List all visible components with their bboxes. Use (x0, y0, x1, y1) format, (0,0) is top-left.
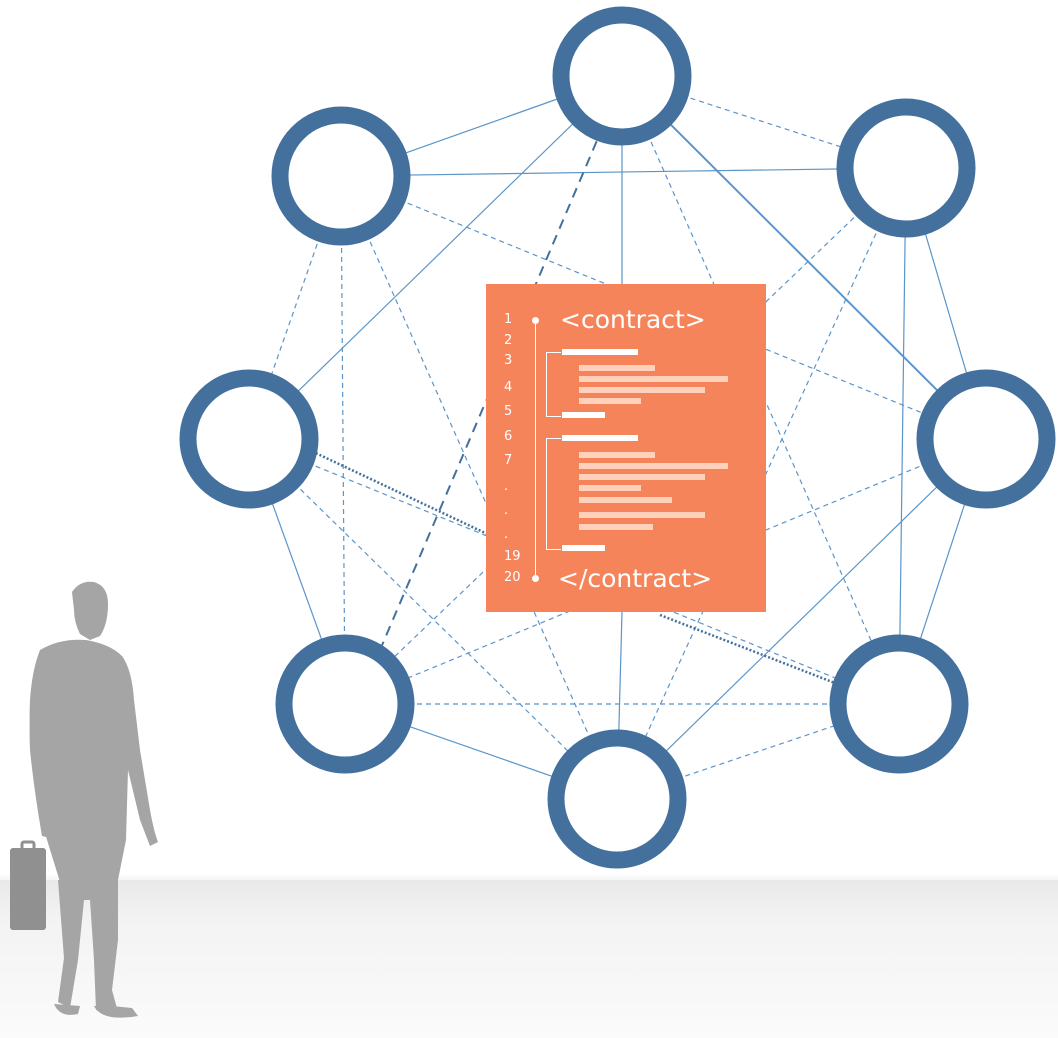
floor (0, 880, 1058, 1038)
link-line (248, 75, 623, 440)
code-line-bar (579, 387, 705, 393)
code-line-bar (579, 524, 653, 530)
legs (58, 878, 118, 1012)
link-line (621, 75, 987, 440)
line-number: 1 (504, 312, 513, 327)
link-line (340, 167, 907, 177)
link-line-dotted (659, 613, 841, 687)
node-top (552, 6, 692, 146)
smart-contract-card: 1 2 3 4 5 6 7 . . . 19 20 <contract> </c… (486, 284, 766, 612)
link-line-dashed (248, 438, 618, 800)
node-bottom-right (829, 634, 969, 774)
code-line-bar (579, 452, 655, 458)
line-number: 19 (504, 549, 521, 564)
node-left (179, 369, 319, 509)
code-line-bar (562, 412, 605, 418)
code-line-bar (579, 463, 728, 469)
link-line (616, 438, 987, 800)
line-number: . (504, 479, 509, 494)
link-line-dashed (616, 167, 907, 800)
briefcase-icon (10, 848, 46, 930)
node-right (916, 369, 1056, 509)
link-line-dashed (340, 175, 346, 705)
node-bottom (547, 729, 687, 869)
gutter-line (535, 322, 536, 580)
line-dot-start (532, 317, 539, 324)
node-bottom-left (275, 634, 415, 774)
line-number: . (504, 503, 509, 518)
line-number: 6 (504, 429, 513, 444)
link-line-dashed (340, 175, 987, 440)
code-line-bar (579, 485, 641, 491)
code-block-bracket (546, 352, 561, 417)
code-line-bar (579, 376, 728, 382)
line-dot-end (532, 575, 539, 582)
briefcase-handle (20, 840, 36, 852)
code-line-bar (562, 349, 638, 355)
businessman-silhouette (10, 581, 158, 1018)
line-number: 2 (504, 333, 513, 348)
code-line-bar (579, 512, 705, 518)
line-number: 5 (504, 404, 513, 419)
shoes (54, 1004, 138, 1018)
code-line-bar (579, 398, 641, 404)
line-number: . (504, 527, 509, 542)
code-line-bar (579, 365, 655, 371)
node-top-left (271, 106, 411, 246)
contract-close-tag: </contract> (558, 564, 713, 593)
code-block-bracket (546, 438, 561, 550)
contract-open-tag: <contract> (560, 305, 706, 334)
left-arm (29, 676, 52, 838)
line-number: 3 (504, 353, 513, 368)
torso (29, 639, 158, 882)
code-line-bar (562, 545, 605, 551)
link-line-dashed (340, 175, 618, 800)
code-line-bar (579, 497, 672, 503)
line-number: 7 (504, 453, 513, 468)
node-top-right (836, 98, 976, 238)
head (72, 581, 108, 640)
code-line-bar (579, 474, 705, 480)
line-number: 4 (504, 380, 513, 395)
line-number: 20 (504, 570, 521, 585)
link-line-dotted (304, 446, 501, 542)
code-line-bar (562, 435, 638, 441)
link-line (898, 167, 907, 705)
